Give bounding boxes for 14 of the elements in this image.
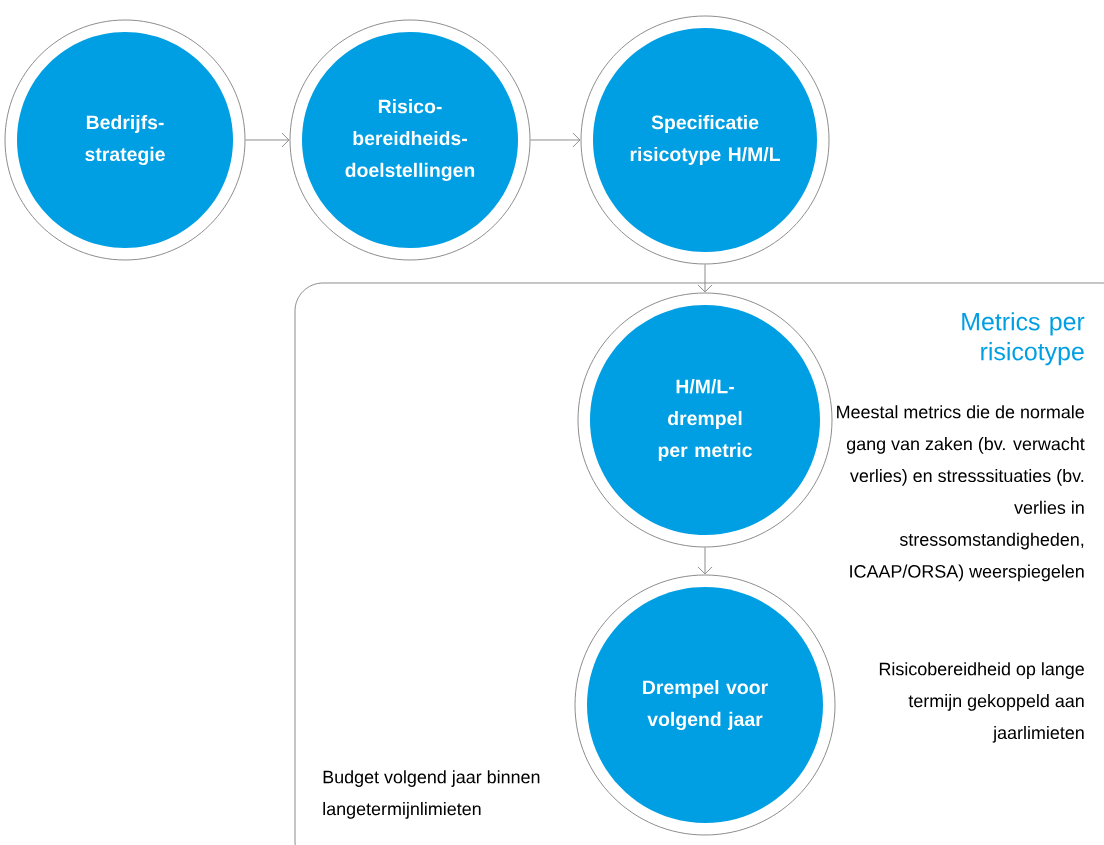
circle-node: Risico- bereidheids- doelstellingen xyxy=(289,19,531,261)
arrow xyxy=(245,132,290,148)
note-text: Risicobereidheid op lange termijn gekoppeld aan jaarlimieten xyxy=(879,662,1084,743)
arrow xyxy=(530,132,581,148)
arrow xyxy=(697,547,713,575)
circle-node: H/M/L- drempel per metric xyxy=(577,292,833,548)
panel xyxy=(294,282,1104,845)
circle-node: Specificatie risicotype H/M/L xyxy=(580,15,830,265)
arrow xyxy=(697,264,713,293)
circle-node: Drempel voor volgend jaar xyxy=(574,574,836,836)
panel-heading: Metrics per risicotype xyxy=(962,312,1085,366)
note-text: Budget volgend jaar binnen langetermijnlimieten xyxy=(323,770,540,819)
circle-node: Bedrijfs- strategie xyxy=(4,19,246,261)
note-text: Meestal metrics die de normale gang van zaken (bv. verwacht verlies) en stresssituaties (bv. verlies in stressomstandigheden, ICAAP/ORSA) weerspiegelen xyxy=(837,405,1085,582)
